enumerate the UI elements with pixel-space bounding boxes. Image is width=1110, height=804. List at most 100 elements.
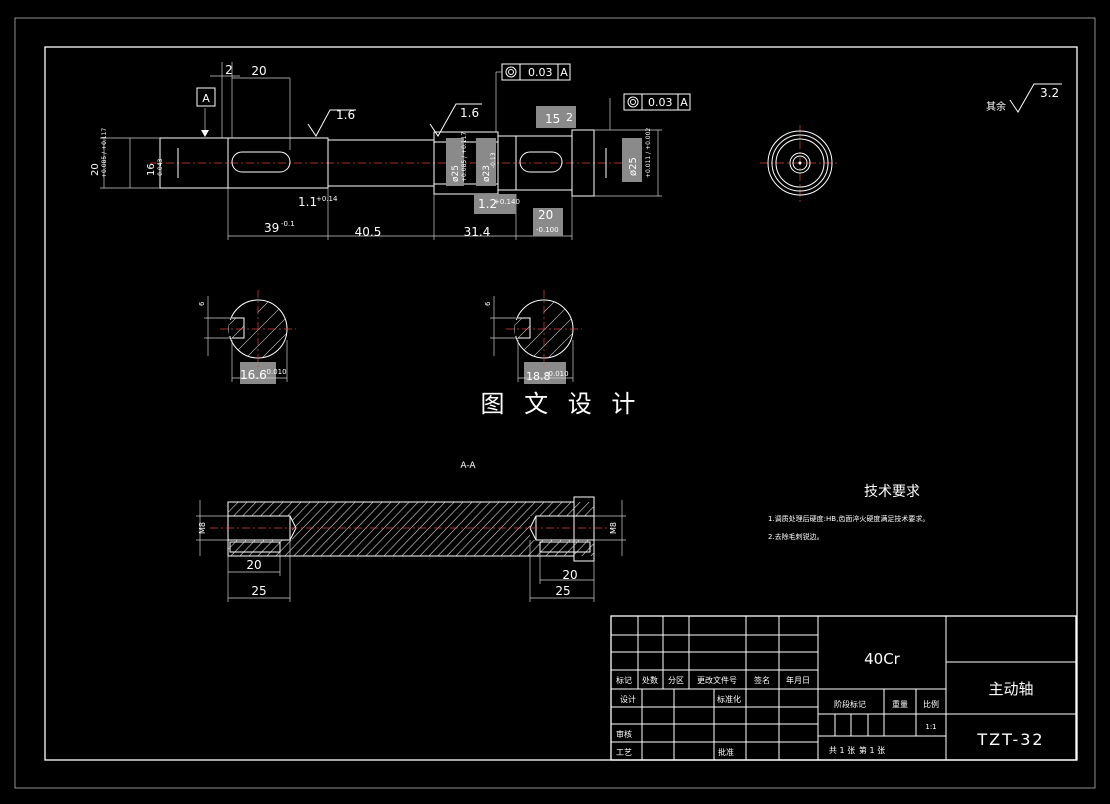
hatch-line xyxy=(657,496,721,562)
hatch-line xyxy=(476,502,542,556)
hatch-line xyxy=(467,502,533,556)
tb-stage-mark: 阶段标记 xyxy=(834,699,866,709)
hatch-line xyxy=(431,502,497,556)
outer-border xyxy=(14,17,1096,789)
tb-header-1: 处数 xyxy=(642,675,658,685)
dim-1-1-tol: +0.14 xyxy=(316,195,338,203)
tech-req-line2: 2.去除毛刺锐边。 xyxy=(768,532,824,541)
hatch-line xyxy=(593,502,594,556)
hatch-line xyxy=(269,502,335,556)
tb-part-name: 主动轴 xyxy=(988,680,1033,698)
dim-20-bottom-tol: -0.100 xyxy=(536,226,559,234)
hatch-line xyxy=(413,502,479,556)
dim-20-bottom: 20 xyxy=(538,208,553,222)
dim-right-dia-tol: +0.011 / +0.002 xyxy=(645,128,652,178)
shaft-elevation: A xyxy=(100,62,691,384)
end-view xyxy=(760,125,840,202)
sec2-tol: -0.010 xyxy=(546,370,569,378)
hatch-line xyxy=(359,502,425,556)
hatch-line xyxy=(296,502,362,556)
tech-req-line1: 1.调质处理后硬度:HB,齿面淬火硬度满足技术要求。 xyxy=(768,514,929,523)
tb-weight: 重量 xyxy=(892,699,908,709)
tb-ratio: 比例 xyxy=(923,699,939,709)
hatch-line xyxy=(377,502,443,556)
tb-material: 40Cr xyxy=(864,650,901,668)
hatch-line xyxy=(575,502,594,556)
aa-left-h: M8 xyxy=(198,522,207,534)
hatch-line xyxy=(341,502,407,556)
sec1-tol: -0.010 xyxy=(264,368,287,376)
tb-drawing-no: TZT-32 xyxy=(976,730,1044,749)
hatch-line xyxy=(404,502,470,556)
tb-header-5: 年月日 xyxy=(786,675,810,685)
tb-row-approve: 批准 xyxy=(718,747,734,757)
hatch-line xyxy=(305,502,371,556)
hatch-line xyxy=(422,502,488,556)
roughness-b: 1.6 xyxy=(460,106,479,120)
tol-frame-a: 0.03 xyxy=(528,66,553,79)
sec2-small-dim: 6 xyxy=(484,301,492,306)
hatch-line xyxy=(440,502,506,556)
sec2-width: 18.8 xyxy=(526,370,551,383)
hatch-line xyxy=(449,502,515,556)
dim-mid-dia1-tol: +0.085 / +0.117 xyxy=(461,132,468,182)
dim-left-key: 16 xyxy=(146,163,157,176)
dim-1-2-tol: +0.140 xyxy=(494,198,520,206)
hatch-line xyxy=(639,496,703,562)
hatch-line xyxy=(260,502,326,556)
dim-2: 2 xyxy=(225,63,233,77)
hatch-line xyxy=(458,502,524,556)
hatch-line xyxy=(323,502,389,556)
hatch-line xyxy=(395,502,461,556)
dim-2-right: 2 xyxy=(566,111,573,124)
dim-20-top: 20 xyxy=(251,64,266,78)
aa-left-20: 20 xyxy=(246,558,261,572)
aa-left-25: 25 xyxy=(251,584,266,598)
hatch-line xyxy=(621,496,685,562)
dim-1-1: 1.1 xyxy=(298,195,317,209)
dim-39-tol: -0.1 xyxy=(281,220,295,228)
tol-datum-b: A xyxy=(680,96,688,109)
hatch-line xyxy=(612,496,676,562)
dim-31-4: 31.4 xyxy=(464,225,491,239)
watermark: 图 文 设 计 xyxy=(481,390,642,418)
hatch-line xyxy=(566,502,594,556)
sec1-width: 16.6 xyxy=(240,368,267,382)
tb-header-2: 分区 xyxy=(668,676,684,685)
roughness-other-value: 3.2 xyxy=(1040,86,1059,100)
dim-39: 39 xyxy=(264,221,279,235)
section-label: A-A xyxy=(460,461,476,471)
tb-sheets: 共 1 张 xyxy=(829,746,855,755)
hatch-line xyxy=(332,502,398,556)
tb-row-review: 审核 xyxy=(616,729,632,739)
hatch-line xyxy=(287,502,353,556)
hatch-line xyxy=(494,502,560,556)
inner-border xyxy=(44,46,1078,761)
aa-right-h: M8 xyxy=(609,522,618,534)
roughness-a: 1.6 xyxy=(336,108,355,122)
roughness-other-label: 其余 xyxy=(986,100,1006,113)
hatch-line xyxy=(228,502,254,556)
dim-mid-dia2: ø23 xyxy=(482,165,492,182)
dim-15: 15 xyxy=(545,112,560,126)
aa-right-20: 20 xyxy=(562,568,577,582)
tol-datum-a: A xyxy=(560,66,568,79)
tech-req-title: 技术要求 xyxy=(864,484,920,500)
dim-left-dia: 20 xyxy=(90,163,101,176)
tb-sheet-no: 第 1 张 xyxy=(859,745,885,755)
tb-row-design: 设计 xyxy=(620,694,636,704)
hatch-line xyxy=(386,502,452,556)
hatch-line xyxy=(228,502,245,556)
title-block xyxy=(610,615,1077,761)
tol-frame-b: 0.03 xyxy=(648,96,673,109)
hatch-line xyxy=(485,502,551,556)
dim-mid-dia1: ø25 xyxy=(451,165,461,182)
hatch-line xyxy=(314,502,380,556)
tb-header-0: 标记 xyxy=(616,675,632,685)
tb-header-4: 签名 xyxy=(754,675,770,685)
tb-row-process: 工艺 xyxy=(616,748,632,757)
dim-1-2: 1.2 xyxy=(478,197,497,211)
dim-right-dia: ø25 xyxy=(628,157,639,176)
